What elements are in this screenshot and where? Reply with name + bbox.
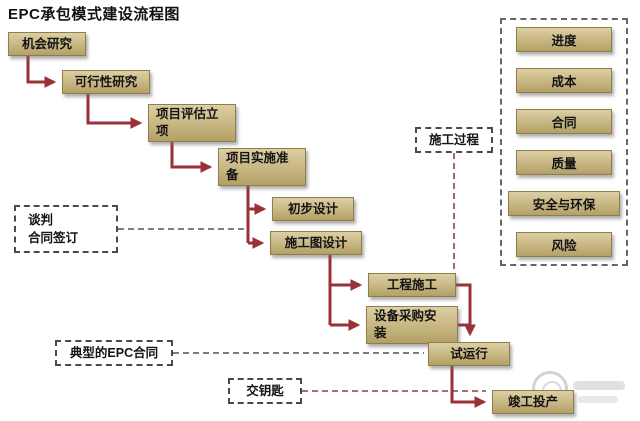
dashed-connectors xyxy=(118,153,486,392)
flow-node-feasibility-study: 可行性研究 xyxy=(62,70,150,94)
panel-item-risk: 风险 xyxy=(516,232,612,257)
flow-node-preliminary-design: 初步设计 xyxy=(272,197,354,221)
arrow-feasibility-to-evaluation xyxy=(86,94,143,129)
watermark-text-bar xyxy=(573,381,625,390)
panel-item-schedule: 进度 xyxy=(516,27,612,52)
panel-item-safety-environment: 安全与环保 xyxy=(508,191,620,216)
annotation-construction-process: 施工过程 xyxy=(415,127,493,153)
flow-node-implementation-preparation: 项目实施准 备 xyxy=(218,148,306,186)
flow-arrows xyxy=(26,56,487,408)
arrow-opportunity-to-feasibility xyxy=(26,56,57,88)
flow-node-completion-production: 竣工投产 xyxy=(492,390,574,414)
flow-node-project-evaluation: 项目评估立 项 xyxy=(148,104,236,142)
flow-node-construction-drawing-design: 施工图设计 xyxy=(270,231,362,255)
arrow-to-completion xyxy=(450,366,487,408)
control-panel: 进度 成本 合同 质量 安全与环保 风险 xyxy=(500,18,628,266)
panel-item-contract: 合同 xyxy=(516,109,612,134)
page-title: EPC承包模式建设流程图 xyxy=(8,6,180,23)
watermark-text-bar-2 xyxy=(578,396,618,403)
arrow-to-trial-operation xyxy=(456,283,476,337)
flow-node-equipment-procurement: 设备采购安 装 xyxy=(366,306,458,344)
flow-node-engineering-construction: 工程施工 xyxy=(368,273,456,297)
annotation-turnkey: 交钥匙 xyxy=(228,378,302,404)
flow-node-trial-operation: 试运行 xyxy=(428,342,510,366)
annotation-negotiation-contract: 谈判 合同签订 xyxy=(14,205,118,253)
annotation-typical-epc-contract: 典型的EPC合同 xyxy=(55,340,173,366)
panel-item-cost: 成本 xyxy=(516,68,612,93)
arrow-evaluation-to-preparation xyxy=(170,142,213,173)
panel-item-quality: 质量 xyxy=(516,150,612,175)
flow-node-opportunity-research: 机会研究 xyxy=(8,32,86,56)
